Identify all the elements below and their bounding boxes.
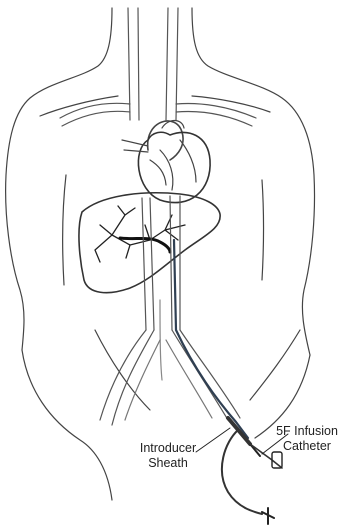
armpit-right [262, 180, 264, 280]
heart-outline [138, 132, 210, 202]
neck-curve-left [40, 96, 118, 116]
carotid-right-2 [176, 8, 178, 120]
ivc-left-2 [150, 198, 154, 330]
groin-line-left [95, 330, 150, 410]
heart-branch-left-2 [124, 150, 148, 152]
infusion-catheter-line [174, 240, 248, 438]
portal-vessel [120, 238, 170, 252]
groin-line-right [250, 330, 300, 400]
heart-detail-3 [150, 160, 166, 185]
catheter-label-line2: Catheter [262, 439, 352, 454]
body-outline-right [192, 8, 315, 355]
body-outline-left [6, 8, 112, 350]
iliac-inner-right [166, 340, 212, 418]
sheath-side-tube [222, 430, 262, 514]
stopcock [262, 508, 274, 524]
subclavian-left-2 [62, 111, 130, 126]
catheter-label: 5F Infusion Catheter [262, 424, 352, 454]
hepatic-vessels [95, 206, 185, 262]
sheath-label-line1: Introducer [124, 441, 212, 456]
catheter-label-line1: 5F Infusion [262, 424, 352, 439]
sheath-label: Introducer Sheath [124, 441, 212, 471]
iliac-left-2 [112, 330, 154, 425]
liver-outline [79, 193, 220, 293]
armpit-left [63, 175, 66, 285]
iliac-right-2 [180, 330, 240, 418]
iliac-left [100, 330, 146, 420]
catheter-hub [272, 452, 282, 468]
subclavian-right-2 [176, 112, 252, 126]
carotid-left [128, 8, 130, 120]
sheath-label-line2: Sheath [124, 456, 212, 471]
aortic-arch [148, 121, 183, 160]
carotid-left-2 [138, 8, 139, 120]
hip-left [22, 350, 112, 500]
ivc-left [142, 198, 146, 330]
subclavian-right [176, 104, 256, 118]
sheath-body [228, 418, 250, 444]
carotid-right [166, 8, 168, 120]
